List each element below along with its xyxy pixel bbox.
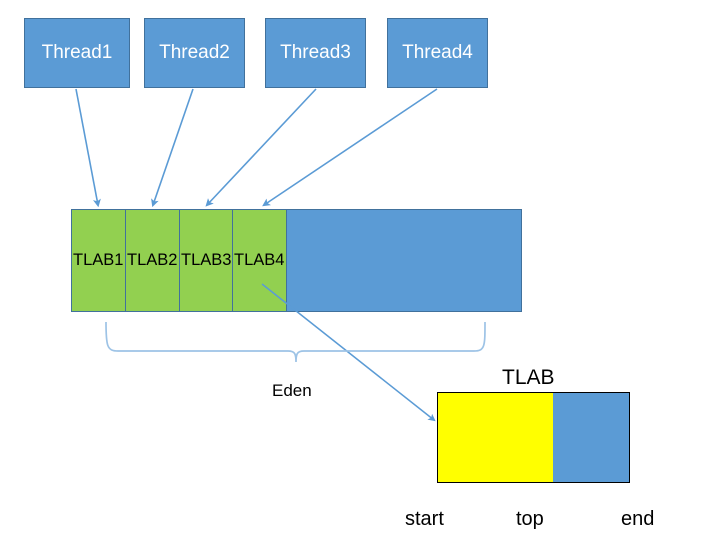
tlab-cell-label: TLAB3: [181, 251, 232, 269]
thread-label: Thread2: [159, 42, 230, 63]
thread-box-3[interactable]: Thread3: [265, 18, 366, 88]
tlab-detail-used-region[interactable]: [437, 392, 554, 483]
arrow-thread2-to-tlab2: [151, 88, 194, 208]
tlab-detail-title: TLAB: [502, 366, 555, 389]
thread-label: Thread1: [41, 42, 113, 63]
thread-label: Thread4: [402, 42, 473, 63]
tlab-cell-label: TLAB2: [127, 251, 178, 269]
marker-label-top: top: [516, 508, 544, 530]
eden-free-region[interactable]: [286, 209, 522, 312]
eden-tlab-cell-1[interactable]: TLAB1: [71, 209, 126, 312]
eden-brace-label: Eden: [272, 381, 312, 400]
arrow-thread3-to-tlab3: [205, 88, 317, 207]
eden-tlab-cell-4[interactable]: TLAB4: [232, 209, 287, 312]
tlab-cell-label: TLAB4: [234, 251, 285, 269]
eden-brace: [105, 321, 486, 363]
thread-box-2[interactable]: Thread2: [144, 18, 245, 88]
eden-tlab-cell-3[interactable]: TLAB3: [179, 209, 233, 312]
arrow-thread4-to-tlab4: [262, 88, 438, 207]
thread-box-4[interactable]: Thread4: [387, 18, 488, 88]
eden-tlab-cell-2[interactable]: TLAB2: [125, 209, 180, 312]
thread-box-1[interactable]: Thread1: [24, 18, 130, 88]
tlab-detail-free-region[interactable]: [553, 392, 630, 483]
marker-label-start: start: [405, 508, 444, 530]
thread-label: Thread3: [280, 42, 351, 63]
marker-label-end: end: [621, 508, 655, 530]
arrow-thread1-to-tlab1: [75, 88, 101, 208]
tlab-cell-label: TLAB1: [73, 251, 124, 269]
